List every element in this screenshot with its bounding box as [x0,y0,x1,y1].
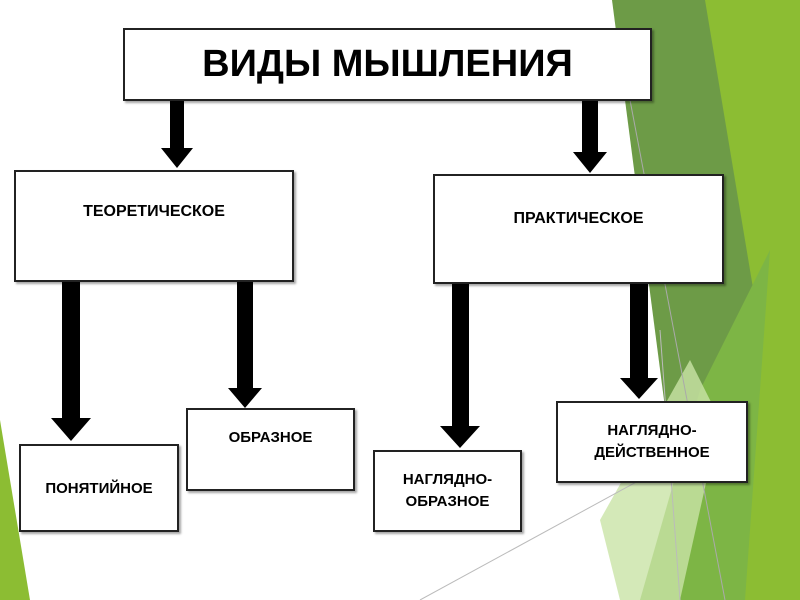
conceptual-label: ПОНЯТИЙНОЕ [45,479,153,497]
theoretical-label: ТЕОРЕТИЧЕСКОЕ [83,203,225,220]
conceptual-box: ПОНЯТИЙНОЕ [19,444,179,532]
title-box: ВИДЫ МЫШЛЕНИЯ [123,28,652,101]
practical-label: ПРАКТИЧЕСКОЕ [513,210,644,227]
figurative-box: ОБРАЗНОЕ [186,408,355,491]
visual-figurative-label: НАГЛЯДНО- ОБРАЗНОЕ [402,471,493,510]
theoretical-box: ТЕОРЕТИЧЕСКОЕ [14,170,294,282]
visual-active-box: НАГЛЯДНО- ДЕЙСТВЕННОЕ [556,401,748,483]
title-text: ВИДЫ МЫШЛЕНИЯ [202,43,573,85]
visual-figurative-box: НАГЛЯДНО- ОБРАЗНОЕ [373,450,522,532]
figurative-label: ОБРАЗНОЕ [228,429,313,446]
practical-box: ПРАКТИЧЕСКОЕ [433,174,724,284]
visual-active-label: НАГЛЯДНО- ДЕЙСТВЕННОЕ [594,422,710,461]
